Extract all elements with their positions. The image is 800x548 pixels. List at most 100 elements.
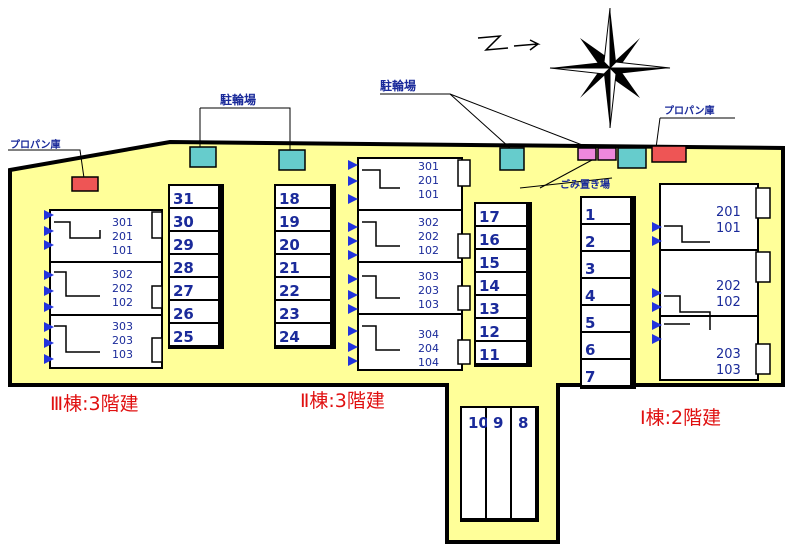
parking-number: 7 [585, 368, 595, 386]
bicycle-box [617, 147, 647, 169]
parking-stall [476, 227, 526, 248]
parking-number: 25 [173, 328, 194, 346]
entrance-arrow-icon [348, 160, 358, 366]
unit-number: 201 [418, 174, 439, 187]
building-1: 201 101 202 102 203 103 [652, 183, 771, 381]
propane-label-right: プロパン庫 [664, 104, 715, 117]
parking-stall [476, 319, 526, 340]
parking-number: 1 [585, 206, 595, 224]
unit-number: 102 [112, 296, 133, 309]
parking-number: 22 [279, 282, 300, 300]
parking-number: 20 [279, 236, 300, 254]
parking-stall [582, 333, 630, 358]
parking-stall [476, 250, 526, 271]
parking-stall [476, 204, 526, 225]
building-3: 301 201 101 302 202 102 303 203 103 [44, 209, 163, 369]
parking-stall [276, 255, 330, 276]
parking-stall [170, 232, 218, 253]
unit-number: 102 [418, 244, 439, 257]
parking-stall [582, 360, 630, 385]
parking-stall [170, 301, 218, 322]
bicycle-label-left: 駐輪場 [220, 92, 256, 107]
unit-number: 202 [112, 282, 133, 295]
parking-number: 23 [279, 305, 300, 323]
unit-number: 101 [112, 244, 133, 257]
building-2: 301 201 101 302 202 102 303 203 103 304 … [348, 157, 471, 371]
parking-stall [476, 342, 526, 363]
parking-stall [487, 408, 510, 518]
parking-stall [276, 278, 330, 299]
parking-number: 30 [173, 213, 194, 231]
leader-lines [8, 93, 735, 189]
parking-number: 4 [585, 287, 595, 305]
parking-stall [512, 408, 535, 518]
parking-number: 26 [173, 305, 194, 323]
entrance-arrow-icon [44, 210, 54, 364]
parking-stall [476, 273, 526, 294]
building-2-caption: Ⅱ棟:3階建 [300, 390, 385, 412]
unit-number: 201 [112, 230, 133, 243]
parking-number: 14 [479, 277, 500, 295]
parking-number: 2 [585, 233, 595, 251]
unit-number: 204 [418, 342, 439, 355]
parking-stall [276, 232, 330, 253]
parking-number: 24 [279, 328, 300, 346]
unit-number: 101 [418, 188, 439, 201]
parking-number: 12 [479, 323, 500, 341]
propane-label-left: プロパン庫 [10, 138, 61, 151]
unit-number: 302 [112, 268, 133, 281]
parking-stall [170, 255, 218, 276]
propane-box [71, 176, 99, 192]
unit-number: 103 [418, 298, 439, 311]
unit-number: 203 [716, 347, 741, 362]
parking-layer: 3130292827262518192021222324171615141312… [168, 184, 636, 522]
unit-number: 103 [112, 348, 133, 361]
unit-number: 203 [418, 284, 439, 297]
bicycle-box [499, 147, 525, 171]
garbage-label: ごみ置き場 [560, 178, 610, 191]
unit-number: 201 [716, 205, 741, 220]
unit-number: 103 [716, 363, 741, 378]
parking-number: 16 [479, 231, 500, 249]
parking-number: 9 [493, 414, 503, 432]
north-arrow-icon [477, 35, 541, 51]
unit-number: 304 [418, 328, 439, 341]
parking-stall [276, 301, 330, 322]
parking-stall [170, 324, 218, 345]
parking-stall [476, 296, 526, 317]
bicycle-box [189, 146, 217, 168]
entrance-arrow-icon [652, 222, 662, 344]
parking-stall [276, 324, 330, 345]
parking-stall [170, 278, 218, 299]
parking-stall [276, 209, 330, 230]
garbage-box [577, 147, 597, 161]
parking-stall [276, 186, 330, 207]
unit-number: 302 [418, 216, 439, 229]
parking-stall [170, 186, 218, 207]
parking-stall [582, 198, 630, 223]
parking-number: 10 [468, 414, 489, 432]
parking-number: 28 [173, 259, 194, 277]
parking-number: 17 [479, 208, 500, 226]
parking-number: 31 [173, 190, 194, 208]
parking-number: 13 [479, 300, 500, 318]
parking-number: 11 [479, 346, 500, 364]
bicycle-box [278, 149, 306, 171]
parking-number: 8 [518, 414, 528, 432]
parking-number: 18 [279, 190, 300, 208]
unit-number: 102 [716, 295, 741, 310]
parking-stall [582, 252, 630, 277]
building-3-caption: Ⅲ棟:3階建 [50, 393, 139, 415]
building-1-caption: Ⅰ棟:2階建 [640, 407, 721, 429]
parking-number: 3 [585, 260, 595, 278]
unit-number: 202 [418, 230, 439, 243]
propane-box [651, 145, 687, 163]
parking-stall [462, 408, 485, 518]
parking-number: 27 [173, 282, 194, 300]
bicycle-label-right: 駐輪場 [380, 78, 416, 93]
parking-stall [170, 209, 218, 230]
unit-number: 303 [112, 320, 133, 333]
unit-number: 101 [716, 221, 741, 236]
garbage-box [597, 147, 617, 161]
